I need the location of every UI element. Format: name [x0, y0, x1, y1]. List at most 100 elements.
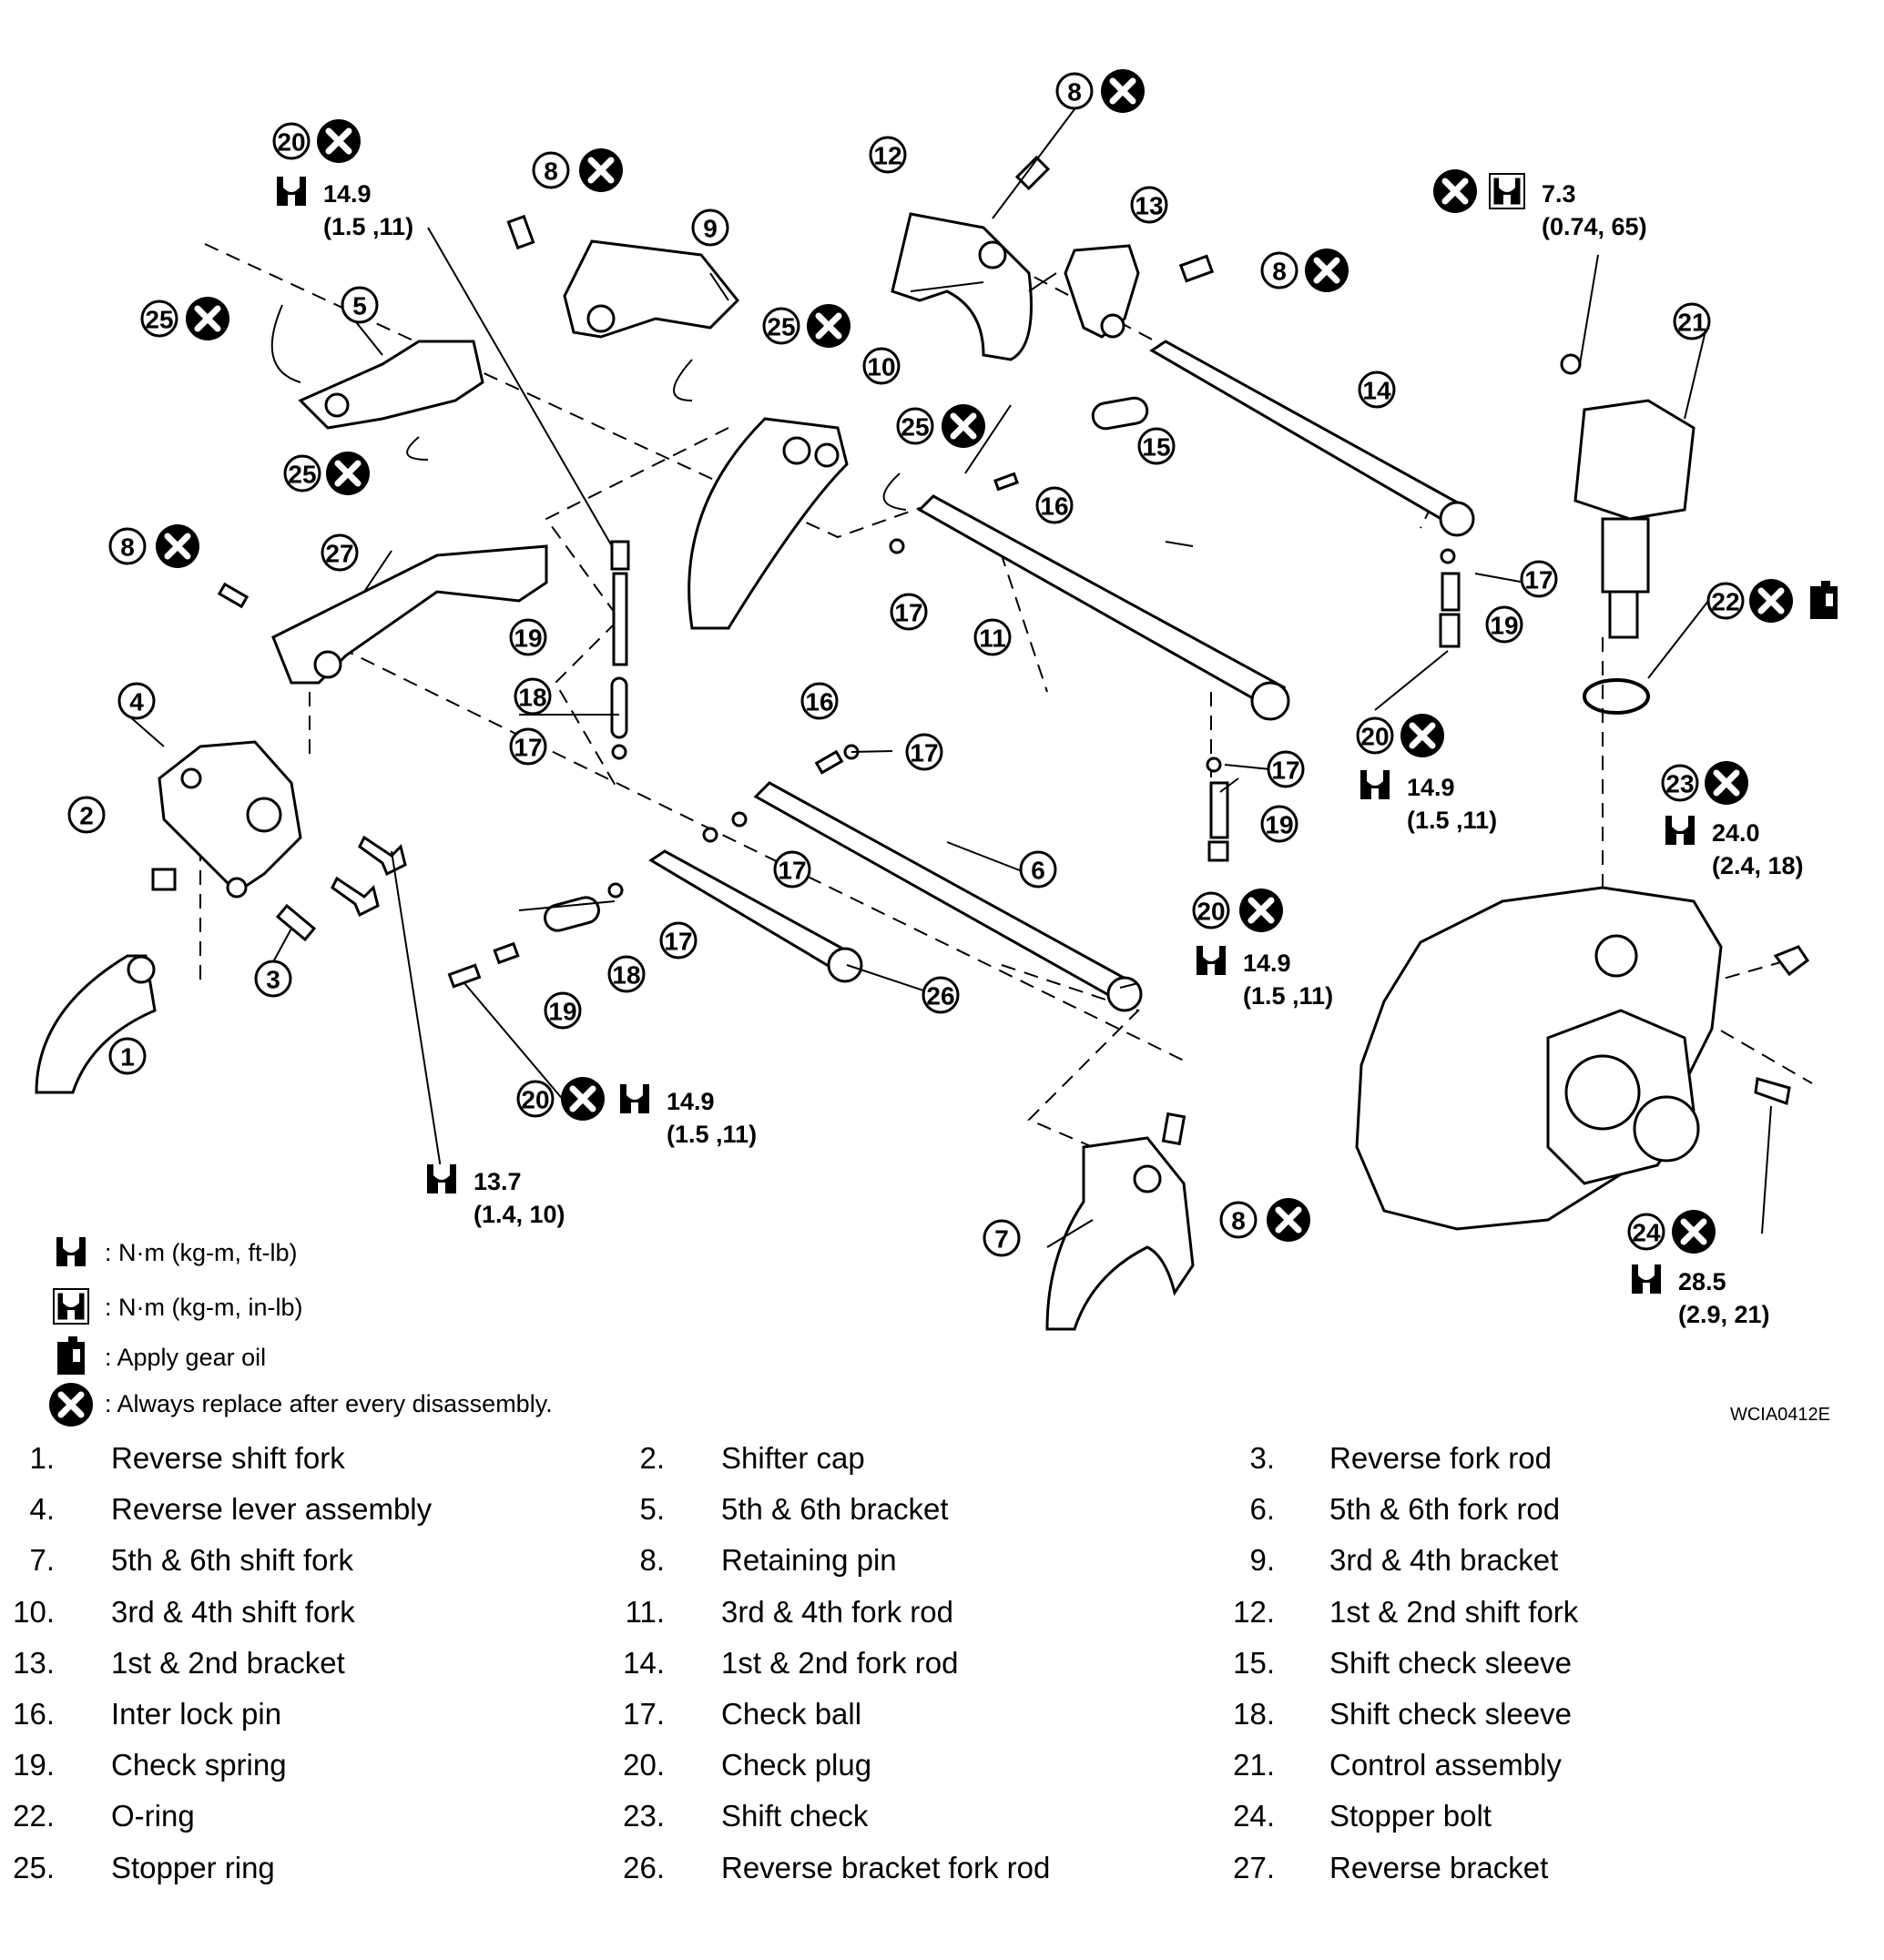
reverse-bracket-fork-rod: [648, 849, 863, 983]
part-name: 3rd & 4th shift fork: [111, 1595, 355, 1629]
callout-8: 8: [108, 527, 147, 565]
callout-18: 18: [607, 955, 646, 993]
shifter-cap: [151, 868, 177, 891]
svg-text:14.9: 14.9: [1407, 774, 1455, 801]
legend: : N·m (kg-m, ft-lb) : N·m (kg-m, in-lb) …: [49, 1237, 553, 1427]
callout-15: 15: [1137, 427, 1176, 465]
gear-oil-mark-22: [1810, 581, 1838, 619]
svg-text:18: 18: [612, 961, 640, 990]
svg-text:19: 19: [1265, 811, 1293, 839]
svg-text:19: 19: [1490, 612, 1518, 640]
part-number: 12.: [1233, 1595, 1275, 1629]
part-number: 19.: [13, 1748, 55, 1782]
svg-text:8: 8: [1272, 258, 1287, 286]
callout-9: 9: [691, 208, 729, 247]
callout-17: 17: [659, 921, 698, 960]
part-number: 8.: [639, 1543, 665, 1577]
torque-13: 13.7 (1.4, 10): [427, 1164, 565, 1228]
callout-17: 17: [905, 733, 943, 771]
svg-text:14.9: 14.9: [1243, 950, 1291, 977]
callouts: 1 2 3 4 5 6 7 8 8 8 8 8 9 10 11 12 13 14…: [67, 72, 1745, 1257]
callout-17: 17: [1520, 560, 1558, 598]
svg-text:21: 21: [1677, 309, 1706, 337]
svg-text:14: 14: [1362, 377, 1391, 405]
svg-text:17: 17: [778, 857, 806, 885]
part-number: 16.: [13, 1697, 55, 1731]
svg-text:(1.5 ,11): (1.5 ,11): [1243, 982, 1333, 1010]
reverse-bracket: [271, 544, 548, 685]
svg-text:17: 17: [894, 599, 922, 627]
part-name: Shift check sleeve: [1329, 1697, 1572, 1731]
callout-17: 17: [773, 850, 811, 889]
svg-text:19: 19: [548, 998, 576, 1026]
o-ring: [1583, 678, 1650, 715]
legend-gear-oil: : Apply gear oil: [57, 1336, 266, 1375]
part-number: 25.: [13, 1851, 55, 1884]
svg-text:26: 26: [926, 982, 954, 1010]
svg-text:(0.74, 65): (0.74, 65): [1542, 213, 1647, 240]
torque-20d: 14.9 (1.5 ,11): [620, 1084, 757, 1148]
part-number: 5.: [639, 1492, 665, 1526]
part-number: 27.: [1233, 1851, 1275, 1884]
part-number: 22.: [13, 1799, 55, 1833]
part-name: Reverse bracket fork rod: [721, 1851, 1051, 1884]
svg-text:(1.5 ,11): (1.5 ,11): [323, 213, 413, 240]
part-name: 3rd & 4th bracket: [1329, 1543, 1559, 1577]
1st-2nd-shift-fork: [891, 212, 1033, 361]
callout-10: 10: [862, 347, 901, 385]
svg-text:17: 17: [910, 739, 938, 767]
svg-text:23: 23: [1665, 770, 1694, 798]
svg-text:14.9: 14.9: [667, 1088, 715, 1115]
part-number: 23.: [623, 1799, 665, 1833]
svg-text:4: 4: [129, 688, 144, 716]
part-name: O-ring: [111, 1799, 195, 1833]
svg-text:24: 24: [1632, 1219, 1661, 1247]
callout-19: 19: [509, 618, 547, 656]
figure-id: WCIA0412E: [1730, 1405, 1830, 1425]
part-name: Shifter cap: [721, 1441, 865, 1475]
svg-text:(1.5 ,11): (1.5 ,11): [1407, 807, 1497, 834]
torque-20c: 14.9 (1.5 ,11): [1197, 946, 1333, 1010]
svg-text:(1.5 ,11): (1.5 ,11): [667, 1121, 757, 1148]
part-name: Reverse bracket: [1329, 1851, 1549, 1884]
callout-27: 27: [321, 533, 359, 572]
part-number: 15.: [1233, 1646, 1275, 1680]
callout-8: 8: [1219, 1201, 1258, 1239]
svg-text:10: 10: [867, 353, 895, 381]
svg-text:16: 16: [1040, 493, 1068, 521]
callout-19: 19: [544, 991, 582, 1030]
bolts-case: [1754, 945, 1810, 1106]
part-name: Shift check: [721, 1799, 869, 1833]
svg-text:7: 7: [994, 1225, 1009, 1254]
torque-24: 28.5 (2.9, 21): [1632, 1264, 1770, 1328]
svg-text:17: 17: [1271, 757, 1299, 785]
callout-11: 11: [973, 618, 1012, 656]
svg-text:8: 8: [1231, 1207, 1246, 1235]
part-number: 24.: [1233, 1799, 1275, 1833]
check-springs-and-plugs: [447, 540, 1461, 989]
part-name: 3rd & 4th fork rod: [721, 1595, 953, 1629]
torque-20a: 14.9 (1.5 ,11): [277, 177, 413, 240]
callout-25: 25: [283, 454, 321, 493]
part-number: 3.: [1249, 1441, 1275, 1475]
part-name: Reverse lever assembly: [111, 1492, 433, 1526]
callout-21: 21: [1673, 302, 1711, 340]
callout-14: 14: [1358, 371, 1396, 409]
svg-text:12: 12: [873, 142, 901, 170]
legend-torque-inlb: : N·m (kg-m, in-lb): [52, 1287, 303, 1325]
part-name: Reverse shift fork: [111, 1441, 345, 1475]
callout-19: 19: [1260, 805, 1298, 843]
callout-17: 17: [890, 593, 928, 631]
leader-lines: [108, 108, 1772, 1248]
part-name: Stopper ring: [111, 1851, 275, 1884]
callout-4: 4: [117, 682, 156, 720]
svg-text:28.5: 28.5: [1678, 1268, 1726, 1295]
svg-text:(1.4, 10): (1.4, 10): [474, 1201, 565, 1228]
